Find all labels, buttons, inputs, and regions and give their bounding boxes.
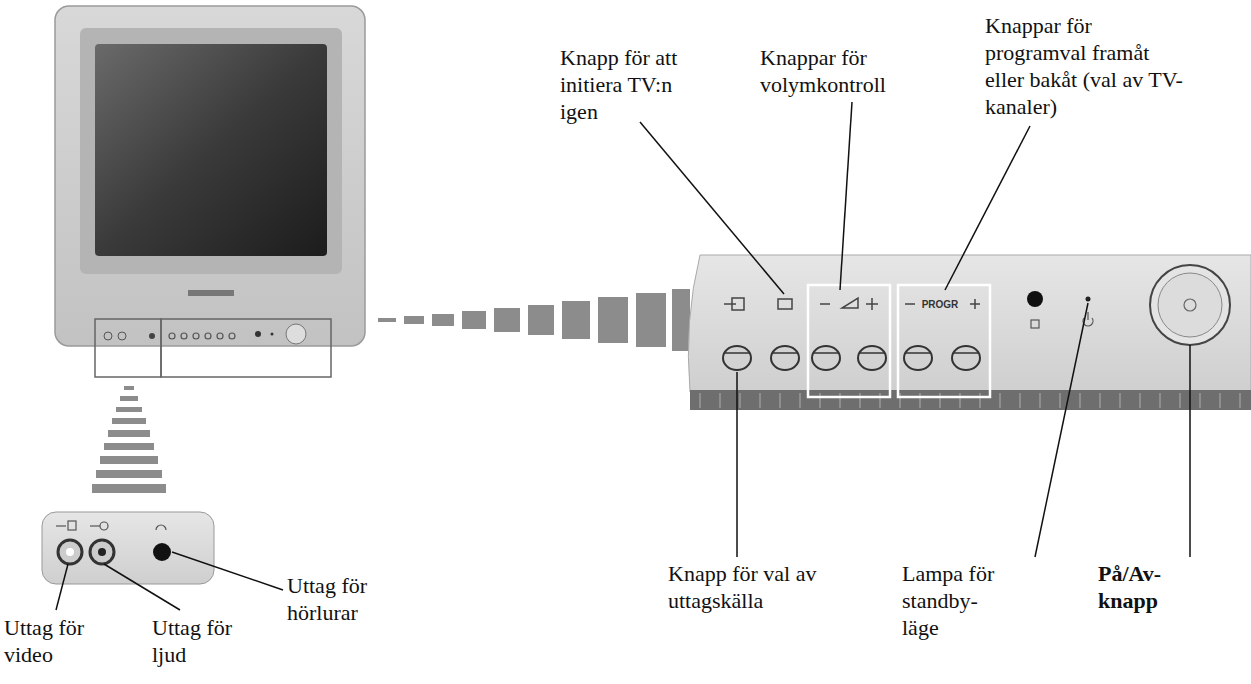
zoom-frame (161, 319, 331, 377)
panel-button (723, 346, 980, 370)
control-panel (688, 255, 1251, 392)
panel-ridge (690, 390, 1251, 410)
screen-frame (80, 28, 342, 274)
ir-sensor (1027, 291, 1043, 307)
callout-label: Knappar för volymkontroll (760, 44, 910, 98)
zoom-frame (95, 319, 161, 377)
callout-label: Uttag för video (4, 614, 104, 668)
callout-label: På/Av-knapp (1098, 560, 1182, 614)
power-button (1150, 265, 1230, 345)
tv-body (55, 6, 365, 346)
jack (58, 540, 171, 564)
callout-label: Knapp för val av uttagskälla (668, 560, 883, 614)
leader-line (56, 102, 1190, 610)
callout-label: Knappar för programval framåt eller bakå… (985, 12, 1190, 120)
callout-label: Knapp för att initiera TV:n igen (560, 44, 695, 125)
logo (188, 290, 234, 296)
button-icon (724, 298, 980, 310)
callout-label: Uttag för ljud (152, 614, 252, 668)
callout-label: Uttag för hörlurar (287, 572, 407, 626)
standby-lamp (1086, 297, 1091, 302)
screen (95, 44, 327, 256)
zoom-funnel (378, 289, 690, 351)
panel-marking: PROGR (918, 299, 962, 311)
callout-label: Lampa för standby-läge (902, 560, 1014, 641)
zoom-funnel (92, 386, 166, 493)
jack-panel (42, 512, 214, 584)
